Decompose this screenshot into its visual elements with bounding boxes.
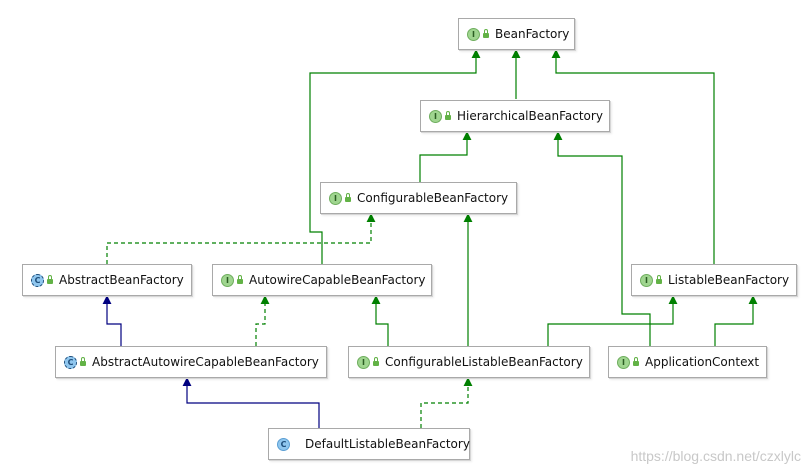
public-lock-icon [633,357,639,366]
node-label: AbstractBeanFactory [59,273,184,287]
public-lock-icon [80,357,86,366]
interface-badge-icon: I [329,191,342,205]
interface-badge-icon: I [617,355,630,369]
node-label: HierarchicalBeanFactory [457,109,603,123]
node-configurable-bean-factory[interactable]: I ConfigurableBeanFactory [320,182,517,214]
node-label: AbstractAutowireCapableBeanFactory [92,355,319,369]
public-lock-icon [345,193,351,202]
node-abstract-bean-factory[interactable]: C AbstractBeanFactory [22,264,192,296]
public-lock-icon [237,275,243,284]
node-label: DefaultListableBeanFactory [305,437,470,451]
abstract-class-badge-icon: C [64,355,77,369]
interface-badge-icon: I [640,273,653,287]
node-configurable-listable-bean-factory[interactable]: I ConfigurableListableBeanFactory [348,346,590,378]
public-lock-icon [483,29,489,38]
edge-defaultlistable-to-configurablelistable [420,377,473,428]
public-lock-icon [47,275,53,284]
edge-appcontext-to-listable [714,295,758,346]
class-badge-icon: C [277,437,290,451]
node-label: AutowireCapableBeanFactory [249,273,426,287]
node-autowire-capable-bean-factory[interactable]: I AutowireCapableBeanFactory [212,264,432,296]
interface-badge-icon: I [429,109,442,123]
node-abstract-autowire-capable-bean-factory[interactable]: C AbstractAutowireCapableBeanFactory [55,346,327,378]
node-label: ConfigurableListableBeanFactory [385,355,583,369]
watermark: https://blog.csdn.net/czxlylc [630,448,801,464]
edge-appcontext-to-hierarchical [553,131,651,346]
public-lock-icon [373,357,379,366]
node-label: ApplicationContext [645,355,760,369]
interface-badge-icon: I [467,27,480,41]
public-lock-icon [445,111,451,120]
public-lock-icon [656,275,662,284]
node-label: ConfigurableBeanFactory [357,191,509,205]
node-bean-factory[interactable]: I BeanFactory [458,18,575,50]
node-listable-bean-factory[interactable]: I ListableBeanFactory [631,264,797,296]
edge-autowire-to-beanfactory [309,49,481,264]
interface-badge-icon: I [221,273,234,287]
node-hierarchical-bean-factory[interactable]: I HierarchicalBeanFactory [420,100,610,132]
node-application-context[interactable]: I ApplicationContext [608,346,767,378]
edge-abstractautowire-to-autowirecapable [255,295,270,346]
node-label: BeanFactory [495,27,570,41]
edge-configurable-to-hierarchical [419,131,472,182]
edge-abstractautowire-to-abstractbeanfactory [102,295,122,346]
node-default-listable-bean-factory[interactable]: C DefaultListableBeanFactory [268,428,470,460]
node-label: ListableBeanFactory [668,273,790,287]
interface-badge-icon: I [357,355,370,369]
edge-defaultlistable-to-abstractautowire [182,377,320,428]
abstract-class-badge-icon: C [31,273,44,287]
edge-abstractbeanfactory-to-configurable [106,213,376,264]
edge-configurablelistable-to-autowirecapable [371,295,389,346]
edge-listable-to-beanfactory [551,49,715,264]
edge-configurablelistable-to-listable [547,295,678,346]
